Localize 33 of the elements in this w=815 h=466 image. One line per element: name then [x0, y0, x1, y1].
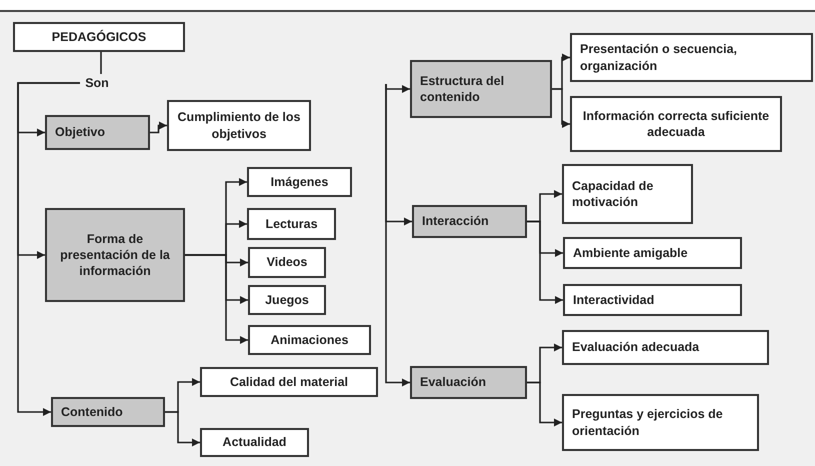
connector-line — [100, 52, 102, 74]
arrow — [527, 220, 563, 304]
concept-box: Imágenes — [247, 167, 352, 197]
concept-box: Ambiente amigable — [563, 237, 742, 269]
concept-box: Calidad del material — [200, 367, 378, 397]
concept-box: Información correcta suficiente adecuada — [570, 96, 782, 152]
concept-box: Preguntas y ejercicios de orientación — [562, 394, 759, 451]
concept-box: Presentación o secuencia, organización — [570, 33, 813, 82]
concept-box: Juegos — [248, 285, 326, 315]
category-box: Evaluación — [410, 366, 527, 399]
concept-box: Interactividad — [563, 284, 742, 316]
arrow — [552, 88, 570, 128]
concept-box: Capacidad de motivación — [562, 164, 693, 224]
concept-box: Lecturas — [247, 208, 336, 240]
concept-box: Animaciones — [248, 325, 371, 355]
arrow — [185, 254, 248, 344]
arrow — [385, 84, 410, 386]
connector-label: Son — [80, 74, 114, 92]
category-box: Estructura del contenido — [410, 60, 552, 118]
category-box: Forma de presentación de la información — [45, 208, 185, 302]
concept-box: PEDAGÓGICOS — [13, 22, 185, 52]
concept-box: Videos — [248, 247, 326, 278]
category-box: Interacción — [412, 205, 527, 238]
arrow — [527, 382, 562, 426]
arrow — [150, 122, 167, 134]
arrow — [385, 84, 410, 93]
arrow — [165, 411, 200, 446]
concept-box: Cumplimiento de los objetivos — [167, 100, 311, 151]
category-box: Contenido — [51, 397, 165, 427]
category-box: Objetivo — [45, 115, 150, 150]
arrow — [17, 82, 80, 416]
concept-box: Actualidad — [200, 428, 309, 457]
concept-box: Evaluación adecuada — [562, 330, 769, 365]
